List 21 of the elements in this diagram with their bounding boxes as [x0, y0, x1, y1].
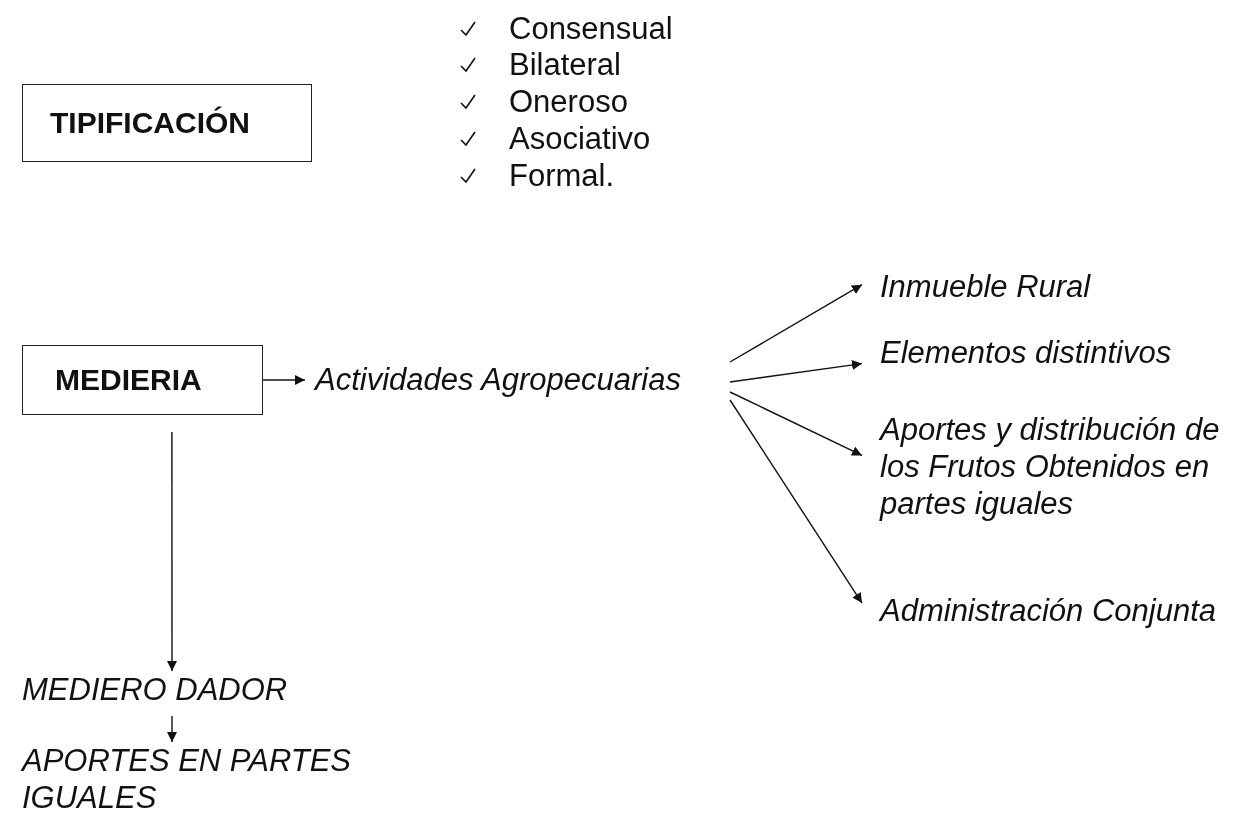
concept-text: MEDIERO DADOR	[22, 671, 382, 708]
arrow	[729, 360, 863, 383]
property-text: Formal.	[509, 157, 615, 194]
property-text: Oneroso	[509, 84, 628, 121]
arrow	[729, 283, 863, 363]
concept-text: Aportes y distribución de los Frutos Obtenidos en partes iguales	[862, 411, 1234, 522]
term-box: MEDIERIA	[22, 345, 263, 415]
concept-text: Administración Conjunta	[862, 592, 1232, 629]
term-box: TIPIFICACIÓN	[22, 84, 312, 162]
concept-text: Elementos distintivos	[862, 334, 1232, 371]
concept-text: Actividades Agropecuarias	[305, 360, 730, 400]
property-text: Bilateral	[509, 47, 621, 84]
concept-text: APORTES EN PARTES IGUALES	[22, 742, 382, 818]
arrow	[167, 431, 177, 672]
arrow	[262, 375, 306, 385]
property-text: Asociativo	[509, 120, 651, 157]
arrow	[729, 399, 863, 604]
arrow	[167, 715, 177, 743]
property-text: Consensual	[509, 10, 673, 47]
arrow	[729, 391, 863, 457]
concept-text: Inmueble Rural	[862, 268, 1232, 305]
